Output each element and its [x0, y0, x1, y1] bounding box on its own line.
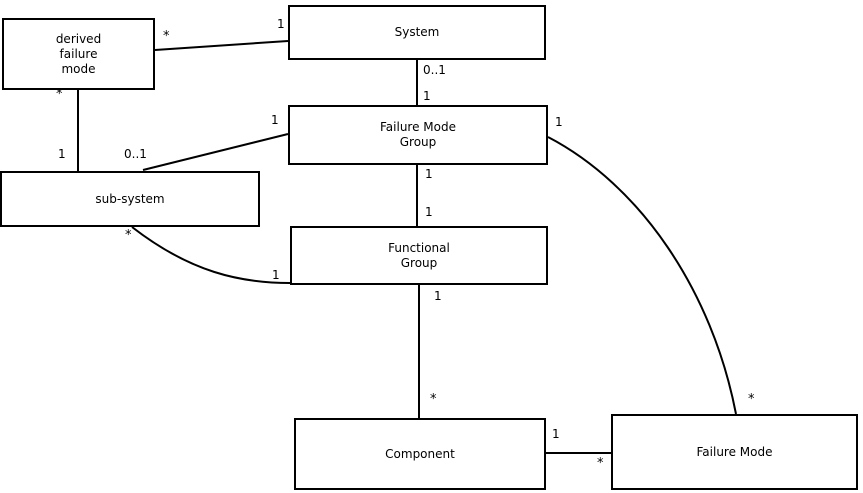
multiplicity-label-derived-failure-mode-system: *: [163, 29, 170, 44]
association-line-derived-failure-mode-system: [154, 40, 289, 51]
class-box-derived-failure-mode[interactable]: derived failure mode: [2, 18, 155, 90]
multiplicity-label-failure-mode-group-system: 1: [423, 89, 431, 103]
class-name-functional-group: Functional Group: [388, 240, 450, 270]
class-box-sub-system[interactable]: sub-system: [0, 171, 260, 227]
multiplicity-label-component-functional-group: *: [430, 392, 437, 407]
association-curve-sub-system-functional-group: [131, 226, 291, 284]
class-box-component[interactable]: Component: [294, 418, 546, 490]
multiplicity-label-failure-mode-failure-mode-group: *: [748, 392, 755, 407]
class-name-derived-failure-mode: derived failure mode: [55, 31, 102, 76]
multiplicity-label-component-failure-mode: 1: [552, 427, 560, 441]
multiplicity-label-sub-system-functional-group: *: [125, 228, 132, 243]
class-box-system[interactable]: System: [288, 5, 546, 60]
multiplicity-label-failure-mode-component: *: [597, 456, 604, 471]
class-name-system: System: [394, 25, 440, 39]
multiplicity-label-failure-mode-group-failure-mode: 1: [555, 115, 563, 129]
class-name-sub-system: sub-system: [95, 191, 165, 206]
class-name-failure-mode-group: Failure Mode Group: [380, 120, 456, 149]
multiplicity-label-derived-failure-mode-sub-system: *: [56, 87, 63, 102]
association-line-sub-system-failure-mode-group: [142, 133, 289, 171]
class-box-failure-mode-group[interactable]: Failure Mode Group: [288, 105, 548, 165]
class-name-failure-mode: Failure Mode: [696, 444, 773, 459]
multiplicity-label-failure-mode-group-functional-group: 1: [425, 167, 433, 181]
multiplicity-label-sub-system-failure-mode-group: 0..1: [124, 147, 147, 161]
multiplicity-label-failure-mode-group-sub-system: 1: [271, 113, 279, 127]
class-box-functional-group[interactable]: Functional Group: [290, 226, 548, 285]
multiplicity-label-functional-group-component: 1: [434, 289, 442, 303]
multiplicity-label-system-failure-mode-group: 0..1: [423, 63, 446, 77]
class-box-failure-mode[interactable]: Failure Mode: [611, 414, 858, 490]
multiplicity-label-sub-system-derived-failure-mode: 1: [58, 147, 66, 161]
multiplicity-label-functional-group-sub-system: 1: [272, 268, 280, 282]
association-curve-failure-mode-group-failure-mode: [547, 136, 737, 415]
multiplicity-label-functional-group-failure-mode-group: 1: [425, 205, 433, 219]
class-name-component: Component: [385, 446, 455, 461]
multiplicity-label-system-derived-failure-mode: 1: [277, 17, 285, 31]
